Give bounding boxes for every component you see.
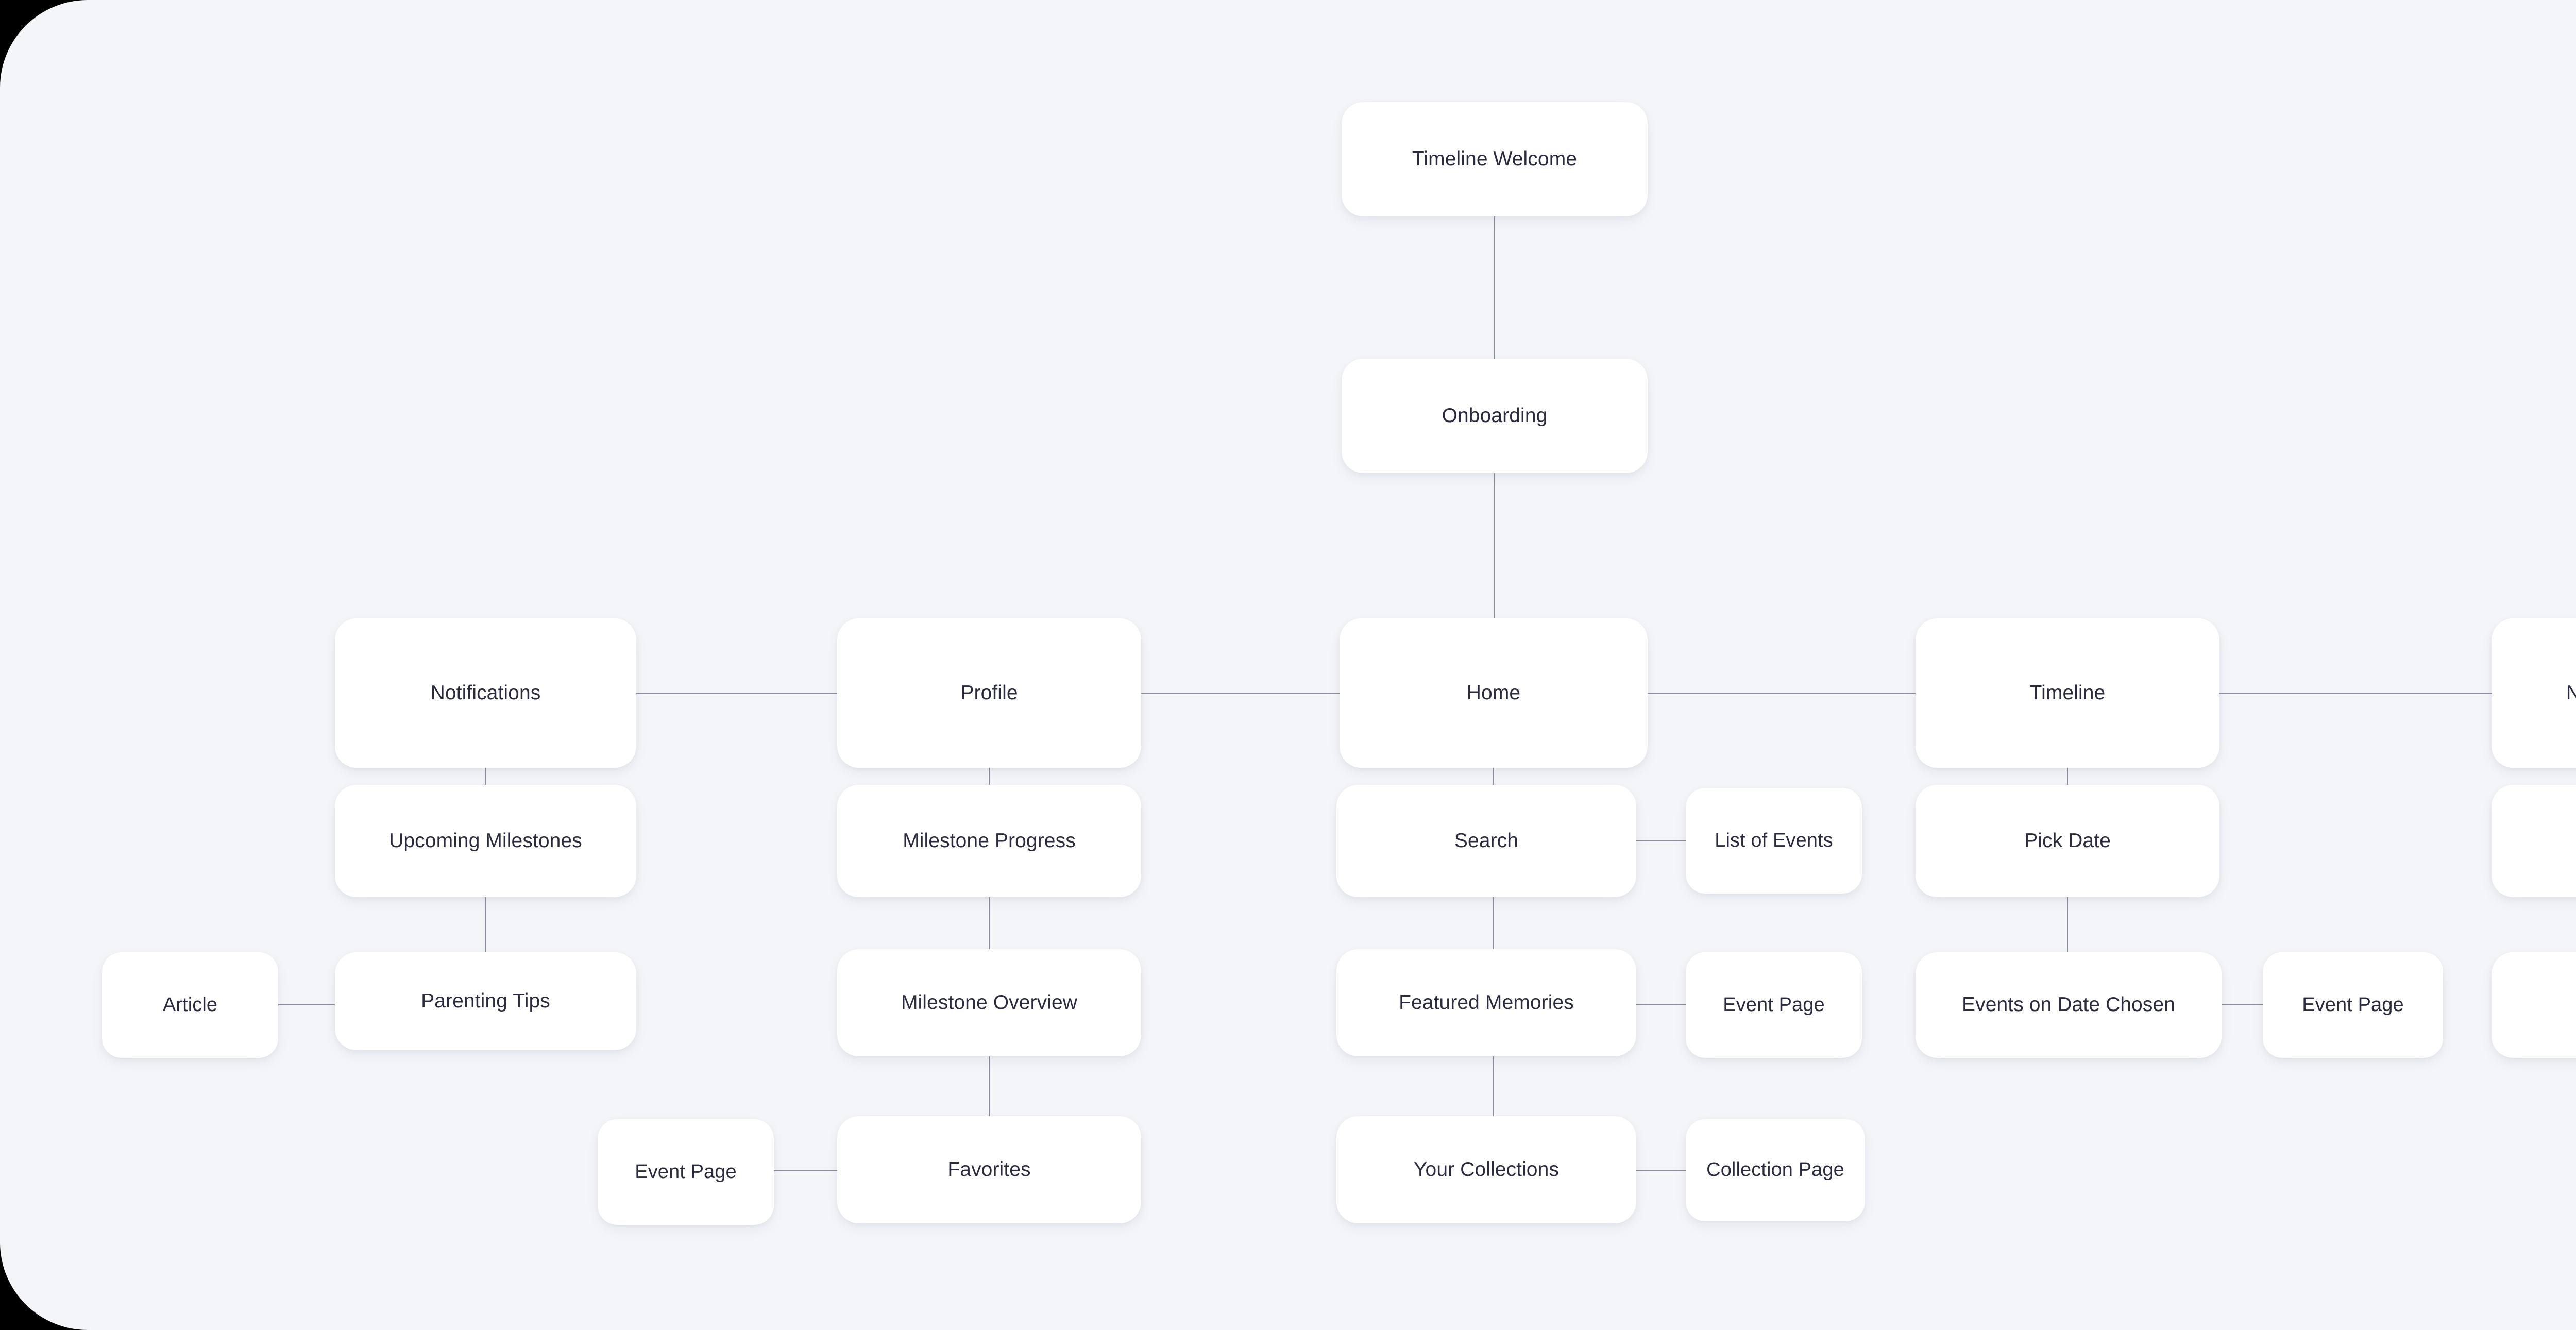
node-nav-add-memory[interactable]: Nav, Add Memory bbox=[2492, 618, 2576, 768]
node-label: Your Collections bbox=[1414, 1158, 1559, 1181]
node-label: Event Page bbox=[1723, 994, 1825, 1016]
node-label: Featured Memories bbox=[1399, 991, 1574, 1014]
node-timeline[interactable]: Timeline bbox=[1916, 618, 2219, 768]
node-milestone-progress[interactable]: Milestone Progress bbox=[837, 785, 1141, 897]
node-label: Milestone Progress bbox=[903, 829, 1076, 852]
node-select-photos[interactable]: Select Photos bbox=[2492, 785, 2576, 897]
node-label: Notifications bbox=[430, 681, 541, 704]
node-label: Timeline bbox=[2029, 681, 2106, 704]
node-label: List of Events bbox=[1715, 829, 1833, 851]
node-events-on-date[interactable]: Events on Date Chosen bbox=[1916, 952, 2222, 1058]
node-your-collections[interactable]: Your Collections bbox=[1336, 1116, 1636, 1223]
node-milestone-overview[interactable]: Milestone Overview bbox=[837, 949, 1141, 1056]
node-label: Home bbox=[1466, 681, 1521, 704]
node-profile[interactable]: Profile bbox=[837, 618, 1141, 768]
node-label: Favorites bbox=[947, 1158, 1031, 1181]
node-label: Parenting Tips bbox=[421, 989, 550, 1012]
node-label: Profile bbox=[960, 681, 1018, 704]
node-label: Search bbox=[1454, 829, 1519, 852]
node-label: Event Page bbox=[635, 1160, 737, 1183]
node-upcoming-milestones[interactable]: Upcoming Milestones bbox=[335, 785, 636, 897]
node-label: Article bbox=[162, 994, 218, 1016]
node-parenting-tips[interactable]: Parenting Tips bbox=[335, 952, 636, 1050]
node-event-page-featured[interactable]: Event Page bbox=[1686, 952, 1862, 1058]
node-add-details[interactable]: Add Details bbox=[2492, 952, 2576, 1058]
node-search[interactable]: Search bbox=[1336, 785, 1636, 897]
node-pick-date[interactable]: Pick Date bbox=[1916, 785, 2219, 897]
node-label: Onboarding bbox=[1442, 404, 1548, 427]
node-label: Timeline Welcome bbox=[1412, 147, 1578, 170]
node-label: Milestone Overview bbox=[901, 991, 1078, 1014]
node-collection-page[interactable]: Collection Page bbox=[1686, 1119, 1865, 1221]
node-featured-memories[interactable]: Featured Memories bbox=[1336, 949, 1636, 1056]
node-article[interactable]: Article bbox=[102, 952, 278, 1058]
node-timeline-welcome[interactable]: Timeline Welcome bbox=[1342, 102, 1648, 216]
node-label: Events on Date Chosen bbox=[1961, 994, 2176, 1016]
node-label: Upcoming Milestones bbox=[389, 829, 582, 852]
node-onboarding[interactable]: Onboarding bbox=[1342, 359, 1648, 473]
node-label: Pick Date bbox=[2024, 829, 2111, 852]
node-event-page-date[interactable]: Event Page bbox=[2263, 952, 2443, 1058]
node-home[interactable]: Home bbox=[1340, 618, 1648, 768]
node-event-page-favorites[interactable]: Event Page bbox=[598, 1119, 774, 1225]
node-label: Event Page bbox=[2302, 994, 2404, 1016]
node-list-of-events[interactable]: List of Events bbox=[1686, 788, 1862, 894]
node-notifications[interactable]: Notifications bbox=[335, 618, 636, 768]
node-label: Nav, Add Memory bbox=[2566, 681, 2576, 704]
node-favorites[interactable]: Favorites bbox=[837, 1116, 1141, 1223]
node-label: Collection Page bbox=[1706, 1159, 1844, 1181]
